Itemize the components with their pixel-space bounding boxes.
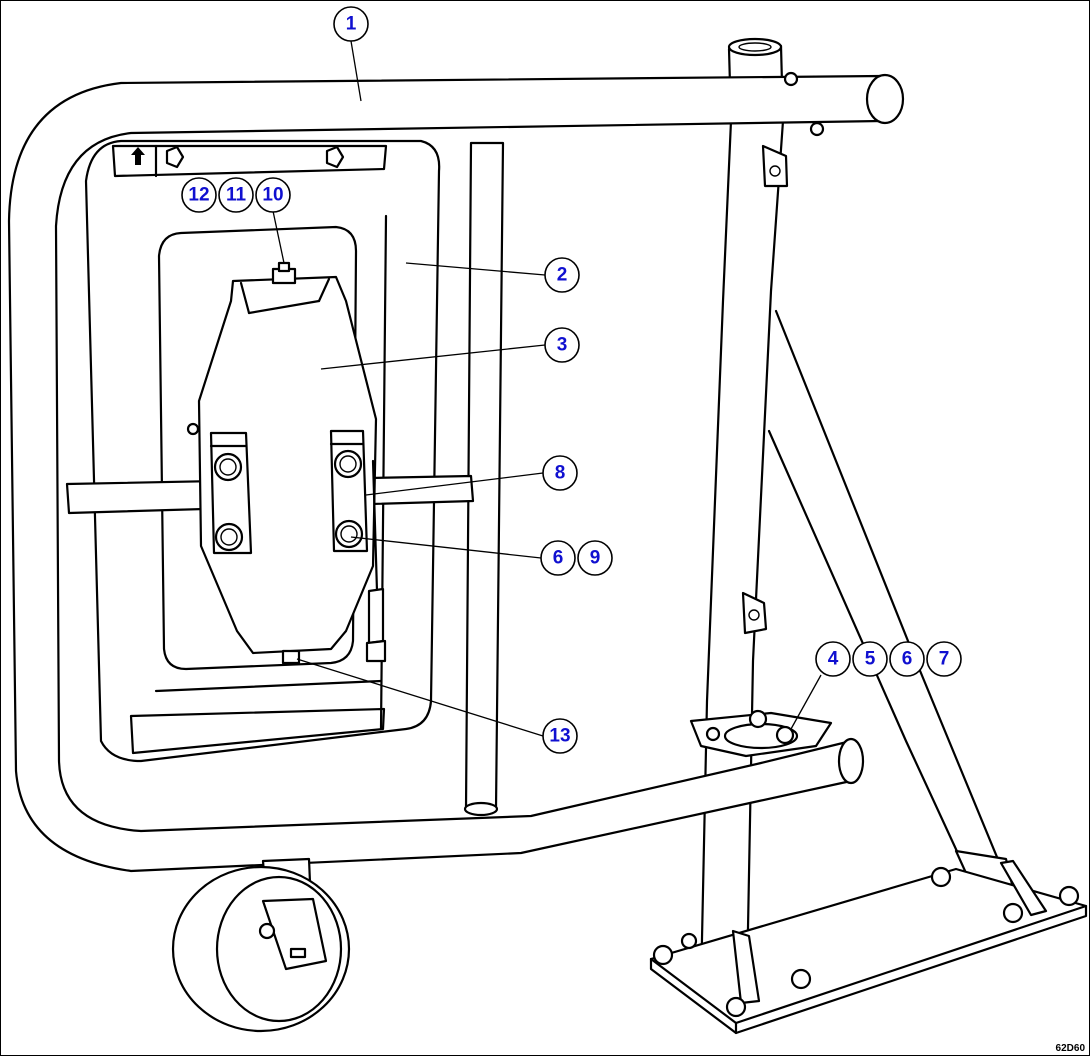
tank-top-fitting	[271, 261, 297, 285]
panel-vertical-tube	[463, 141, 505, 817]
up-arrow-icon	[131, 147, 145, 165]
callout-4: 4	[815, 641, 851, 677]
callout-1: 1	[333, 6, 369, 42]
callout-9: 9	[577, 540, 613, 576]
callout-11-label: 11	[226, 185, 247, 206]
leader-lines	[272, 40, 822, 737]
clamp-bolts	[213, 449, 364, 552]
panel-latch-right	[325, 145, 345, 169]
callout-10: 10	[255, 177, 291, 213]
callout-8: 8	[542, 455, 578, 491]
callout-3-label: 3	[557, 335, 568, 356]
top-post-bolts	[783, 71, 825, 137]
caster-wheel	[171, 857, 351, 1033]
callout-6-lower: 6	[889, 641, 925, 677]
callout-11: 11	[218, 177, 254, 213]
callout-12: 12	[181, 177, 217, 213]
callout-10-label: 10	[262, 185, 283, 206]
callout-1-label: 1	[346, 14, 357, 35]
panel-latch-left	[165, 145, 185, 169]
callout-12-label: 12	[188, 185, 209, 206]
callout-8-label: 8	[555, 463, 566, 484]
callout-5: 5	[852, 641, 888, 677]
tank-side-knob	[186, 422, 200, 436]
callout-3: 3	[544, 327, 580, 363]
callout-5-label: 5	[865, 649, 876, 670]
reservoir-tank	[197, 275, 378, 655]
callout-13: 13	[542, 718, 578, 754]
tank-bottom-fitting	[281, 649, 301, 665]
panel-window	[157, 225, 358, 671]
brace-brackets	[741, 144, 789, 635]
callout-13-label: 13	[549, 726, 570, 747]
callout-6-lower-label: 6	[902, 649, 913, 670]
callout-4-label: 4	[828, 649, 839, 670]
handle-tube	[7, 73, 905, 873]
callout-9-label: 9	[590, 548, 601, 569]
callout-7-label: 7	[939, 649, 950, 670]
diagonal-brace	[767, 309, 1018, 908]
callout-2-label: 2	[557, 265, 568, 286]
figure-reference: 62D60	[1056, 1043, 1086, 1054]
callout-7: 7	[926, 641, 962, 677]
base-bolts	[652, 866, 1080, 1018]
callout-6-upper-label: 6	[553, 548, 564, 569]
swivel-joint	[689, 709, 833, 758]
base-plate	[649, 859, 1088, 1035]
callout-2: 2	[544, 257, 580, 293]
callout-6-upper: 6	[540, 540, 576, 576]
tank-side-hose	[365, 459, 387, 663]
